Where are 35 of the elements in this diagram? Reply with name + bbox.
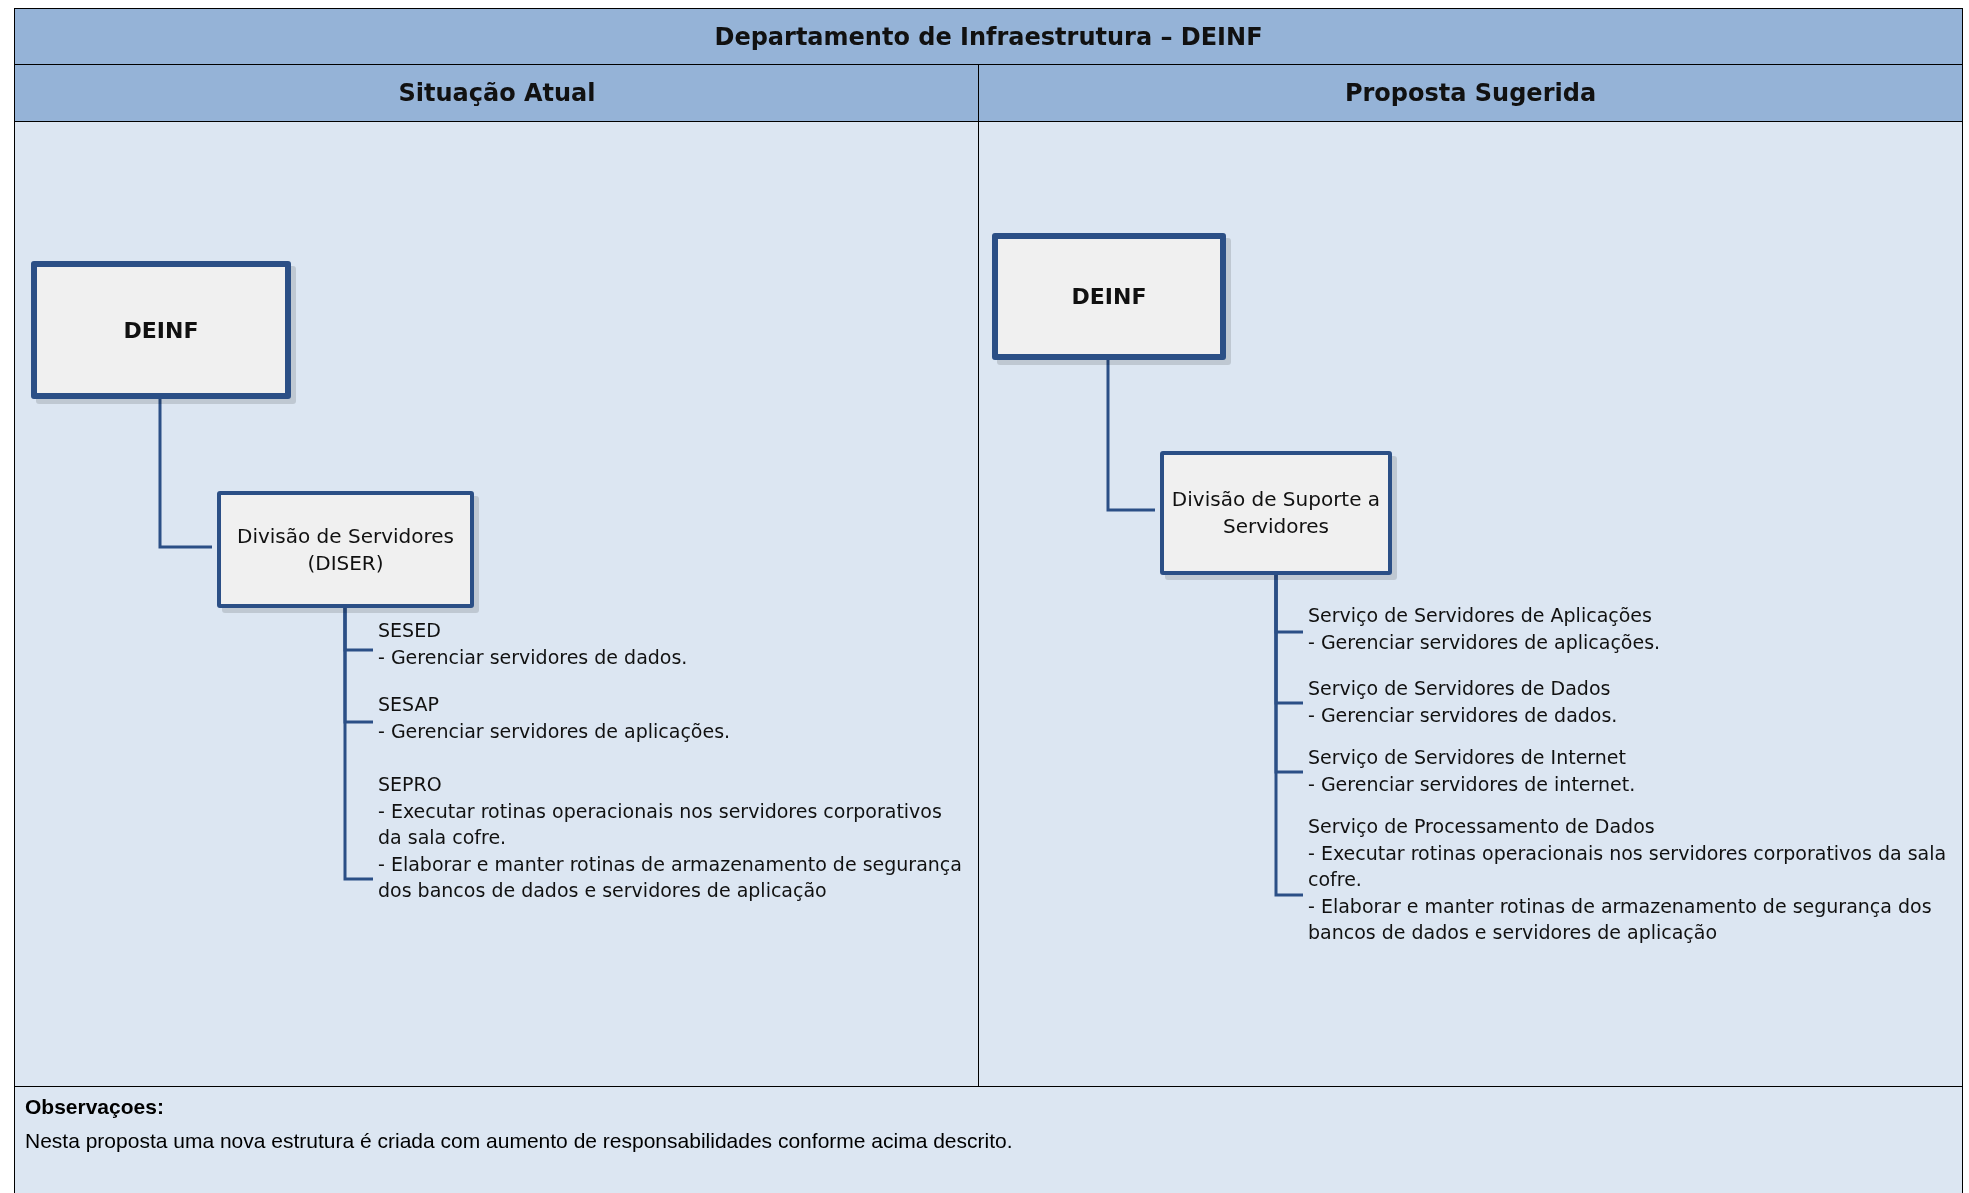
comparison-column xyxy=(14,64,980,1087)
unit-heading: Serviço de Servidores de Aplicações xyxy=(1308,603,1653,628)
task-description: - Executar rotinas operacionais nos servidores corporativos da sala cofre. xyxy=(378,798,943,851)
task-description: - Gerenciar servidores de aplicações. xyxy=(378,718,732,744)
task-description: - Elaborar e manter rotinas de armazenamento de segurança dos bancos de dados e servidores de aplicação xyxy=(1308,893,1933,946)
org-unit-box xyxy=(217,491,474,608)
task-description: - Gerenciar servidores de aplicações. xyxy=(1308,629,1662,655)
org-unit-box xyxy=(992,233,1226,360)
comparison-column xyxy=(978,64,1963,1087)
task-description: - Gerenciar servidores de dados. xyxy=(378,644,689,670)
unit-heading: Serviço de Processamento de Dados xyxy=(1308,814,1656,839)
unit-name: DEINF xyxy=(1071,284,1147,309)
task-description: - Elaborar e manter rotinas de armazenamento de segurança dos bancos de dados e servidores de aplicação xyxy=(378,851,963,904)
task-description: - Executar rotinas operacionais nos servidores corporativos da sala cofre. xyxy=(1308,840,1948,893)
task-description: - Gerenciar servidores de internet. xyxy=(1308,771,1637,797)
unit-name: Divisão de Suporte a Servidores xyxy=(1170,486,1382,540)
org-unit-box xyxy=(1160,451,1392,575)
unit-name: DEINF xyxy=(123,317,199,343)
connector-line xyxy=(343,607,373,881)
unit-heading: Serviço de Servidores de Dados xyxy=(1308,676,1612,701)
notes-text: Nesta proposta uma nova estrutura é criada com aumento de responsabilidades conforme acima descrito. xyxy=(25,1129,1013,1153)
connector-line xyxy=(1106,359,1155,512)
unit-heading: SESAP xyxy=(378,692,440,717)
connector-line xyxy=(158,398,212,549)
unit-heading: Serviço de Servidores de Internet xyxy=(1308,745,1627,770)
column-header: Proposta Sugerida xyxy=(979,65,1962,122)
unit-heading: SESED xyxy=(378,618,442,643)
connector-line xyxy=(1274,574,1303,897)
org-unit-box xyxy=(31,261,291,399)
task-description: - Gerenciar servidores de dados. xyxy=(1308,702,1619,728)
table-title: Departamento de Infraestrutura – DEINF xyxy=(14,8,1963,65)
notes-heading: Observaçoes: xyxy=(25,1095,164,1119)
column-header: Situação Atual xyxy=(15,65,979,122)
unit-heading: SEPRO xyxy=(378,772,443,797)
unit-name: Divisão de Servidores (DISER) xyxy=(236,522,455,577)
